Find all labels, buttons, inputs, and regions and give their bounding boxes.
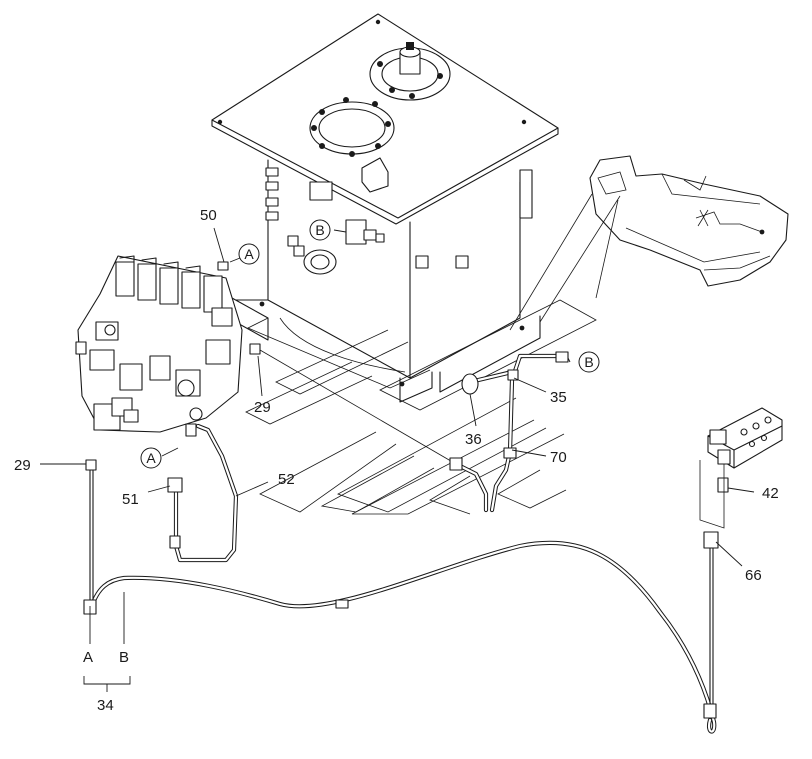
svg-text:A: A	[146, 450, 156, 466]
part-label-35: 35	[550, 389, 567, 406]
leader-lines	[40, 227, 755, 692]
suction-port	[303, 249, 337, 275]
breather-cap	[369, 42, 451, 101]
floor-frame	[245, 299, 597, 515]
part-label-66: 66	[745, 567, 762, 584]
part-label-50: 50	[200, 207, 217, 224]
connector-b-tank: B	[309, 219, 331, 241]
control-valve	[75, 255, 261, 437]
part-label-34: 34	[97, 697, 114, 714]
svg-text:B: B	[584, 354, 593, 370]
pilot-lines	[83, 349, 729, 734]
connector-a-bottom: A	[140, 447, 162, 469]
part-label-70: 70	[550, 449, 567, 466]
part-label-36: 36	[465, 431, 482, 448]
tank-cover	[309, 97, 395, 157]
hose-end-a: A	[83, 649, 93, 666]
part-label-42: 42	[762, 485, 779, 502]
connector-a-top: A	[238, 243, 260, 265]
part-label-29-left: 29	[14, 457, 31, 474]
excavator-thumbnail	[509, 155, 789, 331]
tank-side-fittings	[265, 167, 333, 257]
svg-text:B: B	[315, 222, 324, 238]
hydraulic-tank	[211, 13, 559, 403]
hose-end-b: B	[119, 649, 129, 666]
part-label-51: 51	[122, 491, 139, 508]
part-label-29-valve: 29	[254, 399, 271, 416]
tank-fitting-b	[345, 219, 385, 245]
connector-b-right: B	[578, 351, 600, 373]
svg-text:A: A	[244, 246, 254, 262]
part-label-52: 52	[278, 471, 295, 488]
solenoid-block	[699, 407, 783, 529]
